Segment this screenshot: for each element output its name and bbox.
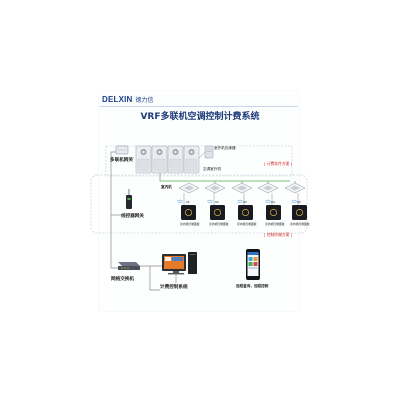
indoor-label: 室内机 xyxy=(161,185,172,189)
panel-caption: 室内机控制面板 xyxy=(209,222,229,226)
billing-system-label: 计费控制系统 xyxy=(160,285,188,290)
outdoor-units xyxy=(135,145,200,174)
outdoor-adapter-label: 室外机边缘器 xyxy=(214,146,236,150)
gateway-label: 多联机网关 xyxy=(110,158,133,163)
outdoor-adapter-device xyxy=(198,145,214,159)
indoor-zone xyxy=(90,174,308,234)
indoor-units xyxy=(178,182,306,194)
panel-caption: 室内机控制面板 xyxy=(290,222,310,226)
wire-gateway-label: 线控器网关 xyxy=(121,214,144,219)
panel-caption: 室内机控制面板 xyxy=(265,222,285,226)
outdoor-unit-label: 空调室外机 xyxy=(203,167,221,171)
network-switch-icon xyxy=(118,262,140,270)
control-scheme-label: [ 控制终端方案 ] xyxy=(264,232,293,237)
panel-index: 05 xyxy=(297,200,301,204)
switch-label: 网络交换机 xyxy=(111,277,134,282)
billing-scheme-label: [ 计费软件方案 ] xyxy=(264,161,293,166)
logo-brand: DELXIN xyxy=(102,94,133,104)
monitor-icon xyxy=(162,252,197,275)
panel-index: 03 xyxy=(243,200,247,204)
panel-caption: 室内机控制面板 xyxy=(237,222,257,226)
gateway-device xyxy=(115,145,129,155)
phone-icon xyxy=(246,249,260,280)
wifi-icon xyxy=(176,199,298,204)
header-rule xyxy=(100,106,298,107)
panel-index: 01 xyxy=(186,200,190,204)
panel-index: 02 xyxy=(215,200,219,204)
wire-gateway-device xyxy=(126,189,132,209)
remote-label: 远程查询，远程控制 xyxy=(236,284,269,288)
panel-caption: 室内机控制面板 xyxy=(180,222,200,226)
logo: DELXIN 德力信 xyxy=(102,94,154,104)
wiring xyxy=(110,151,177,291)
control-panels xyxy=(181,205,307,220)
panel-index: 04 xyxy=(271,200,275,204)
outdoor-zone xyxy=(105,145,293,177)
logo-sub: 德力信 xyxy=(135,96,154,104)
panel-wiring xyxy=(183,193,299,205)
diagram-title: VRF多联机空调控制计费系统 xyxy=(140,112,260,122)
